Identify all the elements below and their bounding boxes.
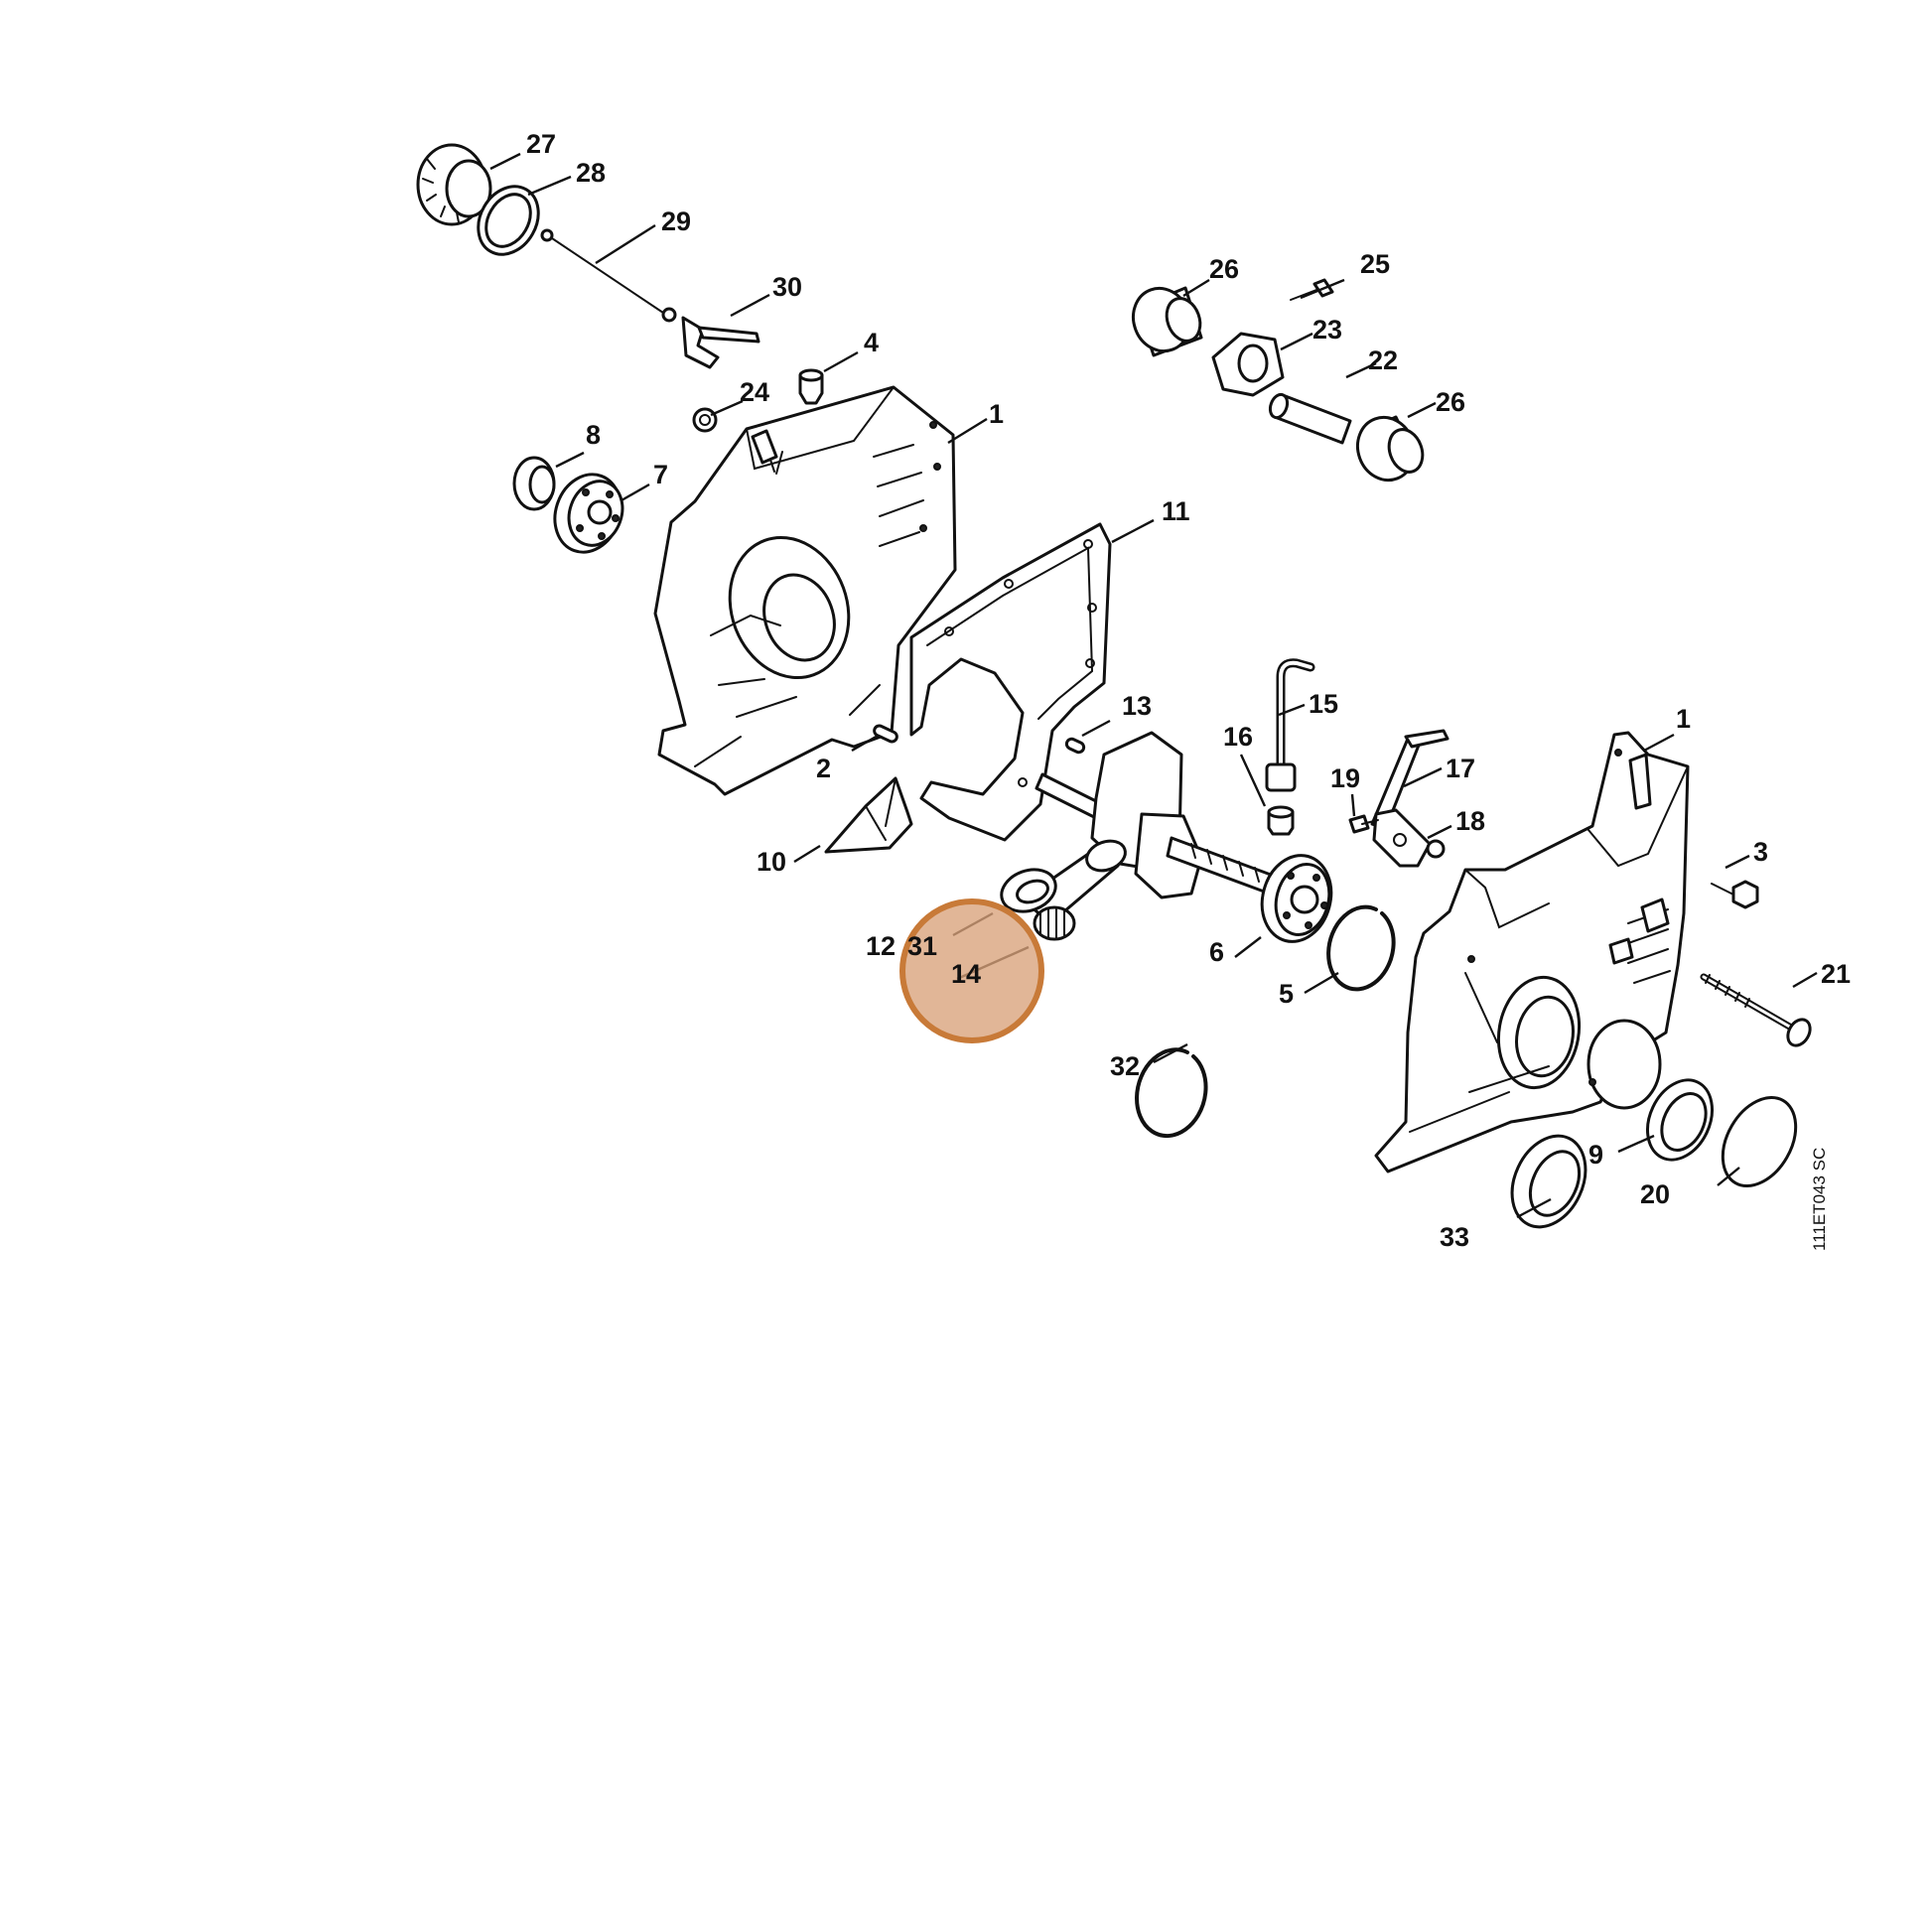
part-9-drawing: [1646, 1078, 1714, 1162]
label-9: 9: [1588, 1140, 1603, 1170]
part-28-drawing: [477, 185, 540, 256]
part-23-drawing: [1211, 332, 1285, 397]
label-6: 6: [1209, 937, 1224, 967]
part-2-drawing: [873, 724, 898, 744]
label-4: 4: [864, 328, 879, 357]
part-13-drawing: [1064, 737, 1086, 755]
part-27-drawing: [416, 143, 492, 226]
label-7: 7: [653, 460, 668, 489]
label-11: 11: [1162, 496, 1190, 526]
label-30: 30: [772, 272, 802, 302]
label-26-bottom: 26: [1436, 387, 1465, 417]
crankshaft-drawing: [1000, 731, 1281, 925]
label-16: 16: [1223, 722, 1253, 752]
label-20: 20: [1640, 1179, 1670, 1209]
part-21-drawing: [1700, 973, 1812, 1047]
part-18-drawing: [1426, 839, 1446, 859]
leader-lines: [489, 152, 1818, 1219]
label-31: 31: [907, 931, 937, 961]
label-8: 8: [586, 420, 601, 450]
label-26-top: 26: [1209, 254, 1239, 284]
label-3: 3: [1753, 837, 1768, 867]
label-24: 24: [740, 377, 769, 407]
label-21: 21: [1821, 959, 1851, 989]
part-16-drawing: [1267, 805, 1295, 836]
label-18: 18: [1455, 806, 1485, 836]
label-12: 12: [866, 931, 896, 961]
part-20-drawing: [1721, 1095, 1798, 1188]
crankcase-half-left-drawing: [653, 385, 957, 796]
highlight-circle: [899, 898, 1044, 1043]
part-33-drawing: [1510, 1134, 1587, 1229]
part-5-drawing: [1326, 904, 1396, 992]
crankcase-half-right-drawing: [1374, 731, 1690, 1173]
label-17: 17: [1446, 754, 1475, 783]
label-14: 14: [951, 959, 981, 989]
part-26-bottom-drawing: [1356, 415, 1425, 483]
part-7-drawing: [553, 473, 624, 554]
part-17-drawing: [1370, 729, 1449, 868]
label-1b: 1: [1676, 704, 1691, 734]
part-4-drawing: [798, 368, 824, 405]
part-29-drawing: [540, 228, 677, 323]
label-32: 32: [1110, 1051, 1140, 1081]
label-29: 29: [661, 207, 691, 236]
part-labels: 27 28 29 30 4 24 8 7 1 11 2 10 13 15 16 …: [526, 129, 1851, 1252]
label-23: 23: [1312, 315, 1342, 345]
part-3-drawing: [1711, 880, 1759, 909]
label-25: 25: [1360, 249, 1390, 279]
label-13: 13: [1122, 691, 1152, 721]
part-6-drawing: [1260, 854, 1333, 943]
part-26-top-drawing: [1132, 286, 1203, 357]
part-15-drawing: [1265, 658, 1315, 792]
part-11-drawing: [909, 522, 1112, 842]
part-30-drawing: [681, 316, 760, 369]
label-2: 2: [816, 754, 831, 783]
part-32-drawing: [1135, 1047, 1208, 1139]
part-22-drawing: [1268, 392, 1352, 445]
part-25-drawing: [1290, 278, 1334, 301]
drawing-code: 111ET043 SC: [1810, 1148, 1829, 1251]
label-22: 22: [1368, 345, 1398, 375]
label-27: 27: [526, 129, 556, 159]
part-24-drawing: [692, 407, 718, 433]
label-5: 5: [1279, 979, 1294, 1009]
label-15: 15: [1309, 689, 1338, 719]
part-10-drawing: [824, 776, 913, 854]
label-1: 1: [989, 399, 1004, 429]
label-10: 10: [757, 847, 786, 877]
part-14-drawing: [1033, 905, 1076, 941]
part-8-drawing: [512, 456, 556, 511]
part-19-drawing: [1348, 814, 1379, 834]
label-19: 19: [1330, 763, 1360, 793]
label-33: 33: [1440, 1222, 1469, 1252]
label-28: 28: [576, 158, 606, 188]
